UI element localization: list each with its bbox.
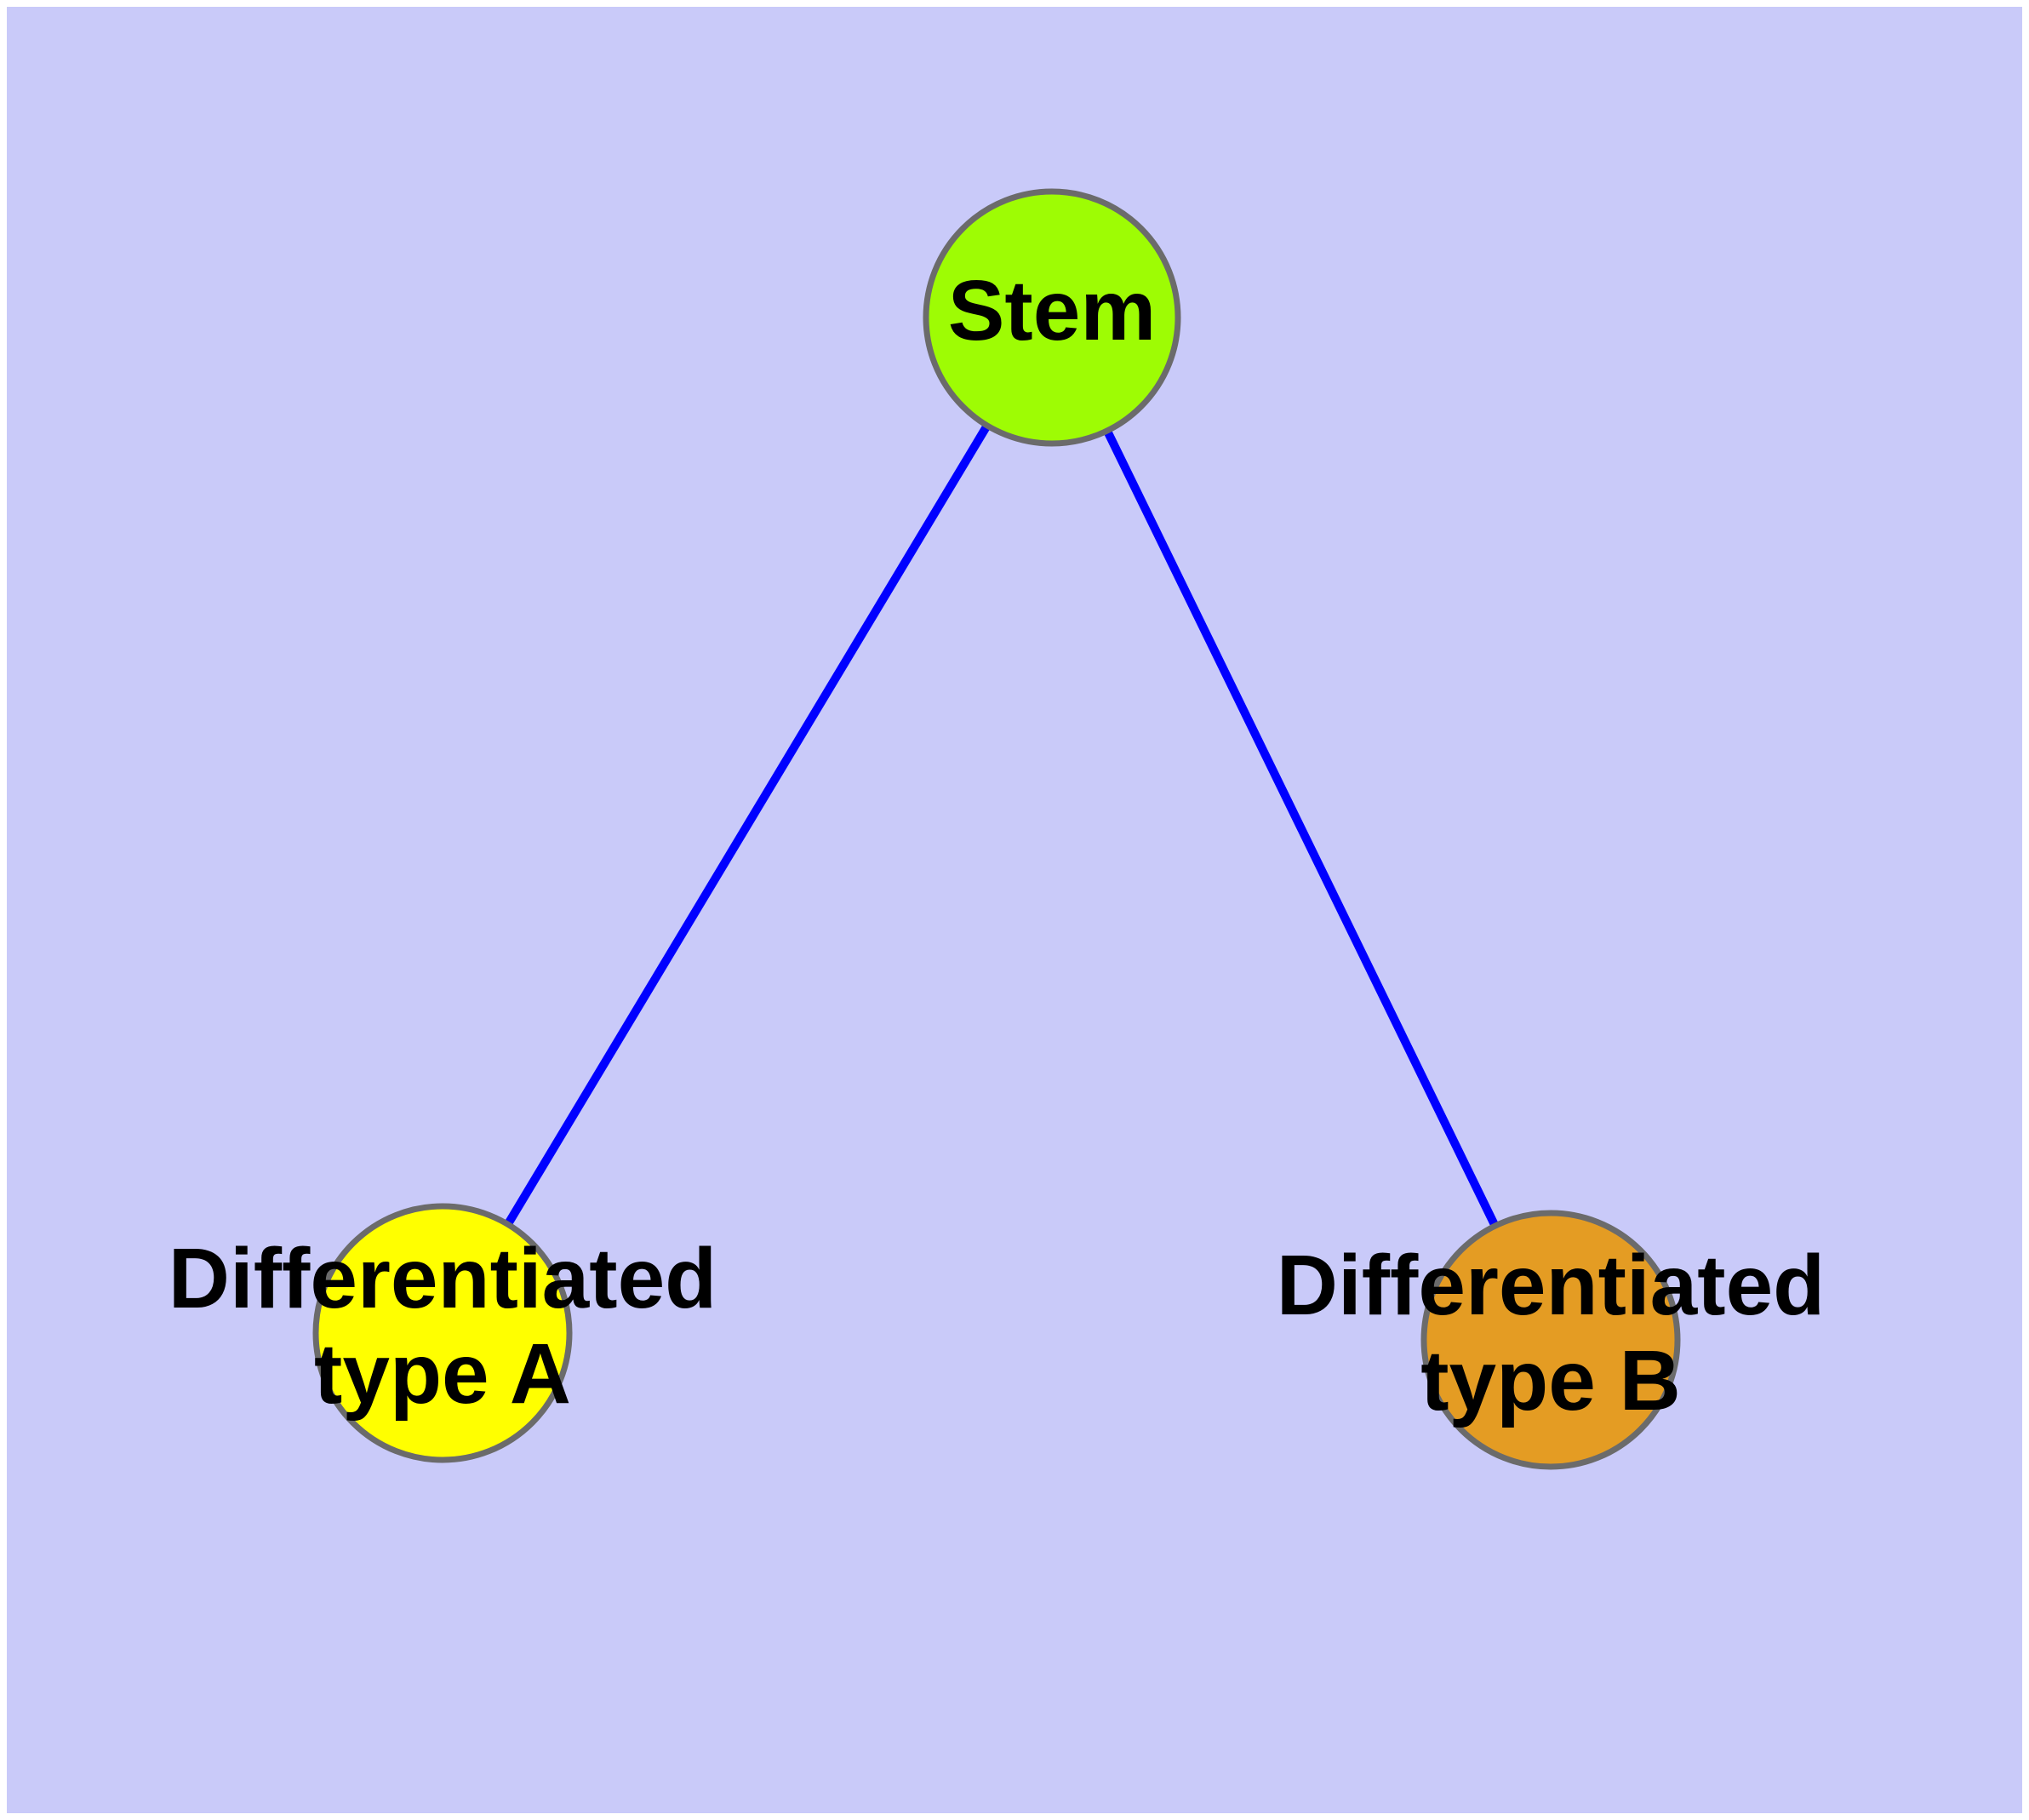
nodes-layer	[312, 188, 1681, 1470]
graph-node-label-stem: Stem	[948, 263, 1157, 358]
graph-node-diff-b[interactable]	[1420, 1210, 1681, 1470]
graph-edge-stem-to-diff-a[interactable]	[438, 315, 1056, 1336]
graph-node-label-line: type A	[314, 1326, 571, 1422]
graph-node-label-line: Differentiated	[1277, 1238, 1826, 1333]
graph-node-label-line: Differentiated	[169, 1231, 717, 1326]
graph-node-label-line: Stem	[948, 263, 1157, 358]
graph-node-diff-a[interactable]	[312, 1203, 573, 1463]
graph-edge-stem-to-diff-b[interactable]	[1048, 315, 1555, 1342]
graph-node-label-line: type B	[1420, 1333, 1681, 1428]
edges-layer	[438, 315, 1555, 1342]
graph-node-stem[interactable]	[923, 188, 1181, 447]
